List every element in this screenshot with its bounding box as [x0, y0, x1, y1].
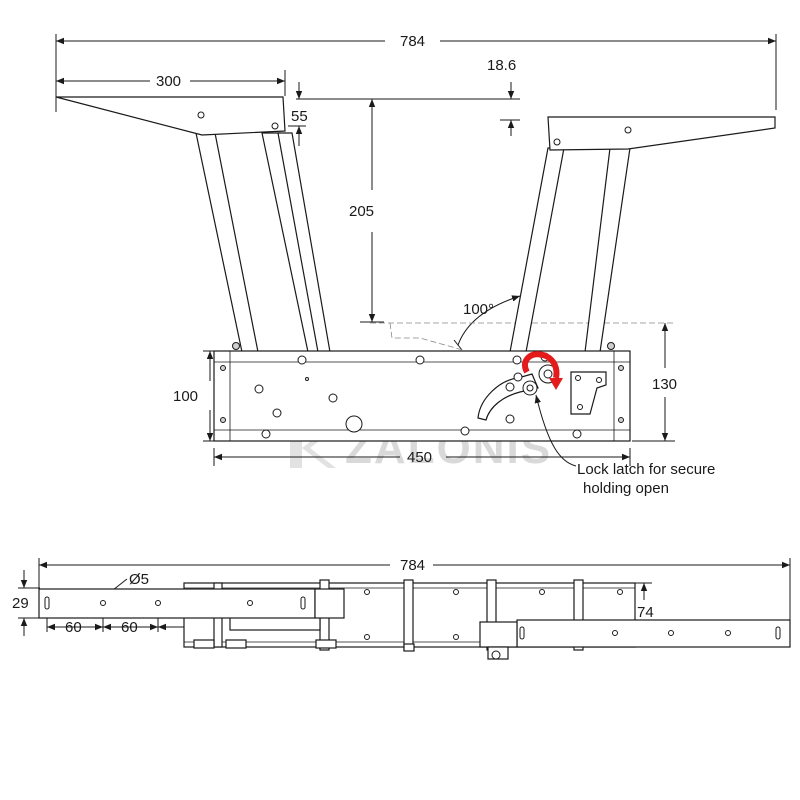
dim-offset-small-label: 18.6 [487, 57, 516, 74]
dim-thickness-label: 29 [12, 595, 29, 612]
dim-plate-thickness-label: 55 [291, 108, 308, 125]
plate-hole [553, 138, 561, 146]
base-hole [220, 365, 226, 371]
base-hole [505, 414, 515, 424]
dim-base-length: 450 [213, 448, 631, 466]
dim-total-height-label: 130 [652, 376, 677, 393]
base-frame [213, 342, 631, 442]
dim-total-height: 130 [370, 322, 677, 442]
dim-spacing-1-label: 60 [65, 619, 82, 636]
dim-base-length-label: 450 [407, 449, 432, 466]
base-hole [297, 355, 307, 365]
dim-offset-small: 18.6 [296, 57, 520, 136]
dim-closed-height-label: 74 [637, 604, 654, 621]
base-hole [460, 426, 470, 436]
base-hole [261, 429, 271, 439]
dim-bottom-overall: 784 [38, 557, 791, 620]
base-hole [512, 355, 522, 365]
base-hole [220, 417, 226, 423]
dim-opening-angle-label: 100° [463, 301, 494, 318]
base-hole [254, 384, 264, 394]
callout-line-2: holding open [583, 480, 669, 497]
dim-bottom-overall-label: 784 [400, 557, 425, 574]
dim-spacing-2-label: 60 [121, 619, 138, 636]
latch-bracket [570, 371, 607, 415]
plate-hole [271, 122, 279, 130]
base-hole [232, 342, 240, 350]
right-support-arm [509, 147, 631, 353]
dim-thickness: 29 [12, 570, 40, 636]
plate-hole [624, 126, 632, 134]
dim-overall-width-label: 784 [400, 33, 425, 50]
base-hole-large [345, 415, 363, 433]
dim-base-height: 100 [173, 350, 218, 442]
dim-lift-height: 205 [349, 99, 384, 323]
base-hole [272, 408, 282, 418]
closed-position-outline [389, 322, 471, 353]
dim-plate-thickness: 55 [288, 82, 308, 146]
left-mounting-plate [38, 588, 345, 619]
base-hole [328, 393, 338, 403]
base-hole [618, 365, 624, 371]
base-hole [607, 342, 615, 350]
dim-top-plate-width-label: 300 [156, 73, 181, 90]
lock-latch-callout: Lock latch for secure holding open [534, 394, 715, 497]
callout-line-1: Lock latch for secure [577, 461, 715, 478]
left-top-plate [55, 96, 286, 136]
dim-top-plate-width: 300 [56, 70, 286, 96]
right-mounting-plate [479, 619, 791, 660]
dim-lift-height-label: 205 [349, 203, 374, 220]
dim-overall-width: 784 [55, 33, 777, 112]
dim-base-height-label: 100 [173, 388, 198, 405]
rotate-arrow-icon [522, 351, 563, 390]
base-hole [618, 417, 624, 423]
right-top-plate [547, 116, 776, 151]
plate-hole [197, 111, 205, 119]
dim-hole-diameter-label: Ø5 [129, 571, 149, 588]
base-hole [415, 355, 425, 365]
left-support-arm [195, 132, 331, 353]
base-hole [305, 377, 309, 381]
base-hole [572, 429, 582, 439]
dim-opening-angle: 100° [453, 295, 521, 351]
